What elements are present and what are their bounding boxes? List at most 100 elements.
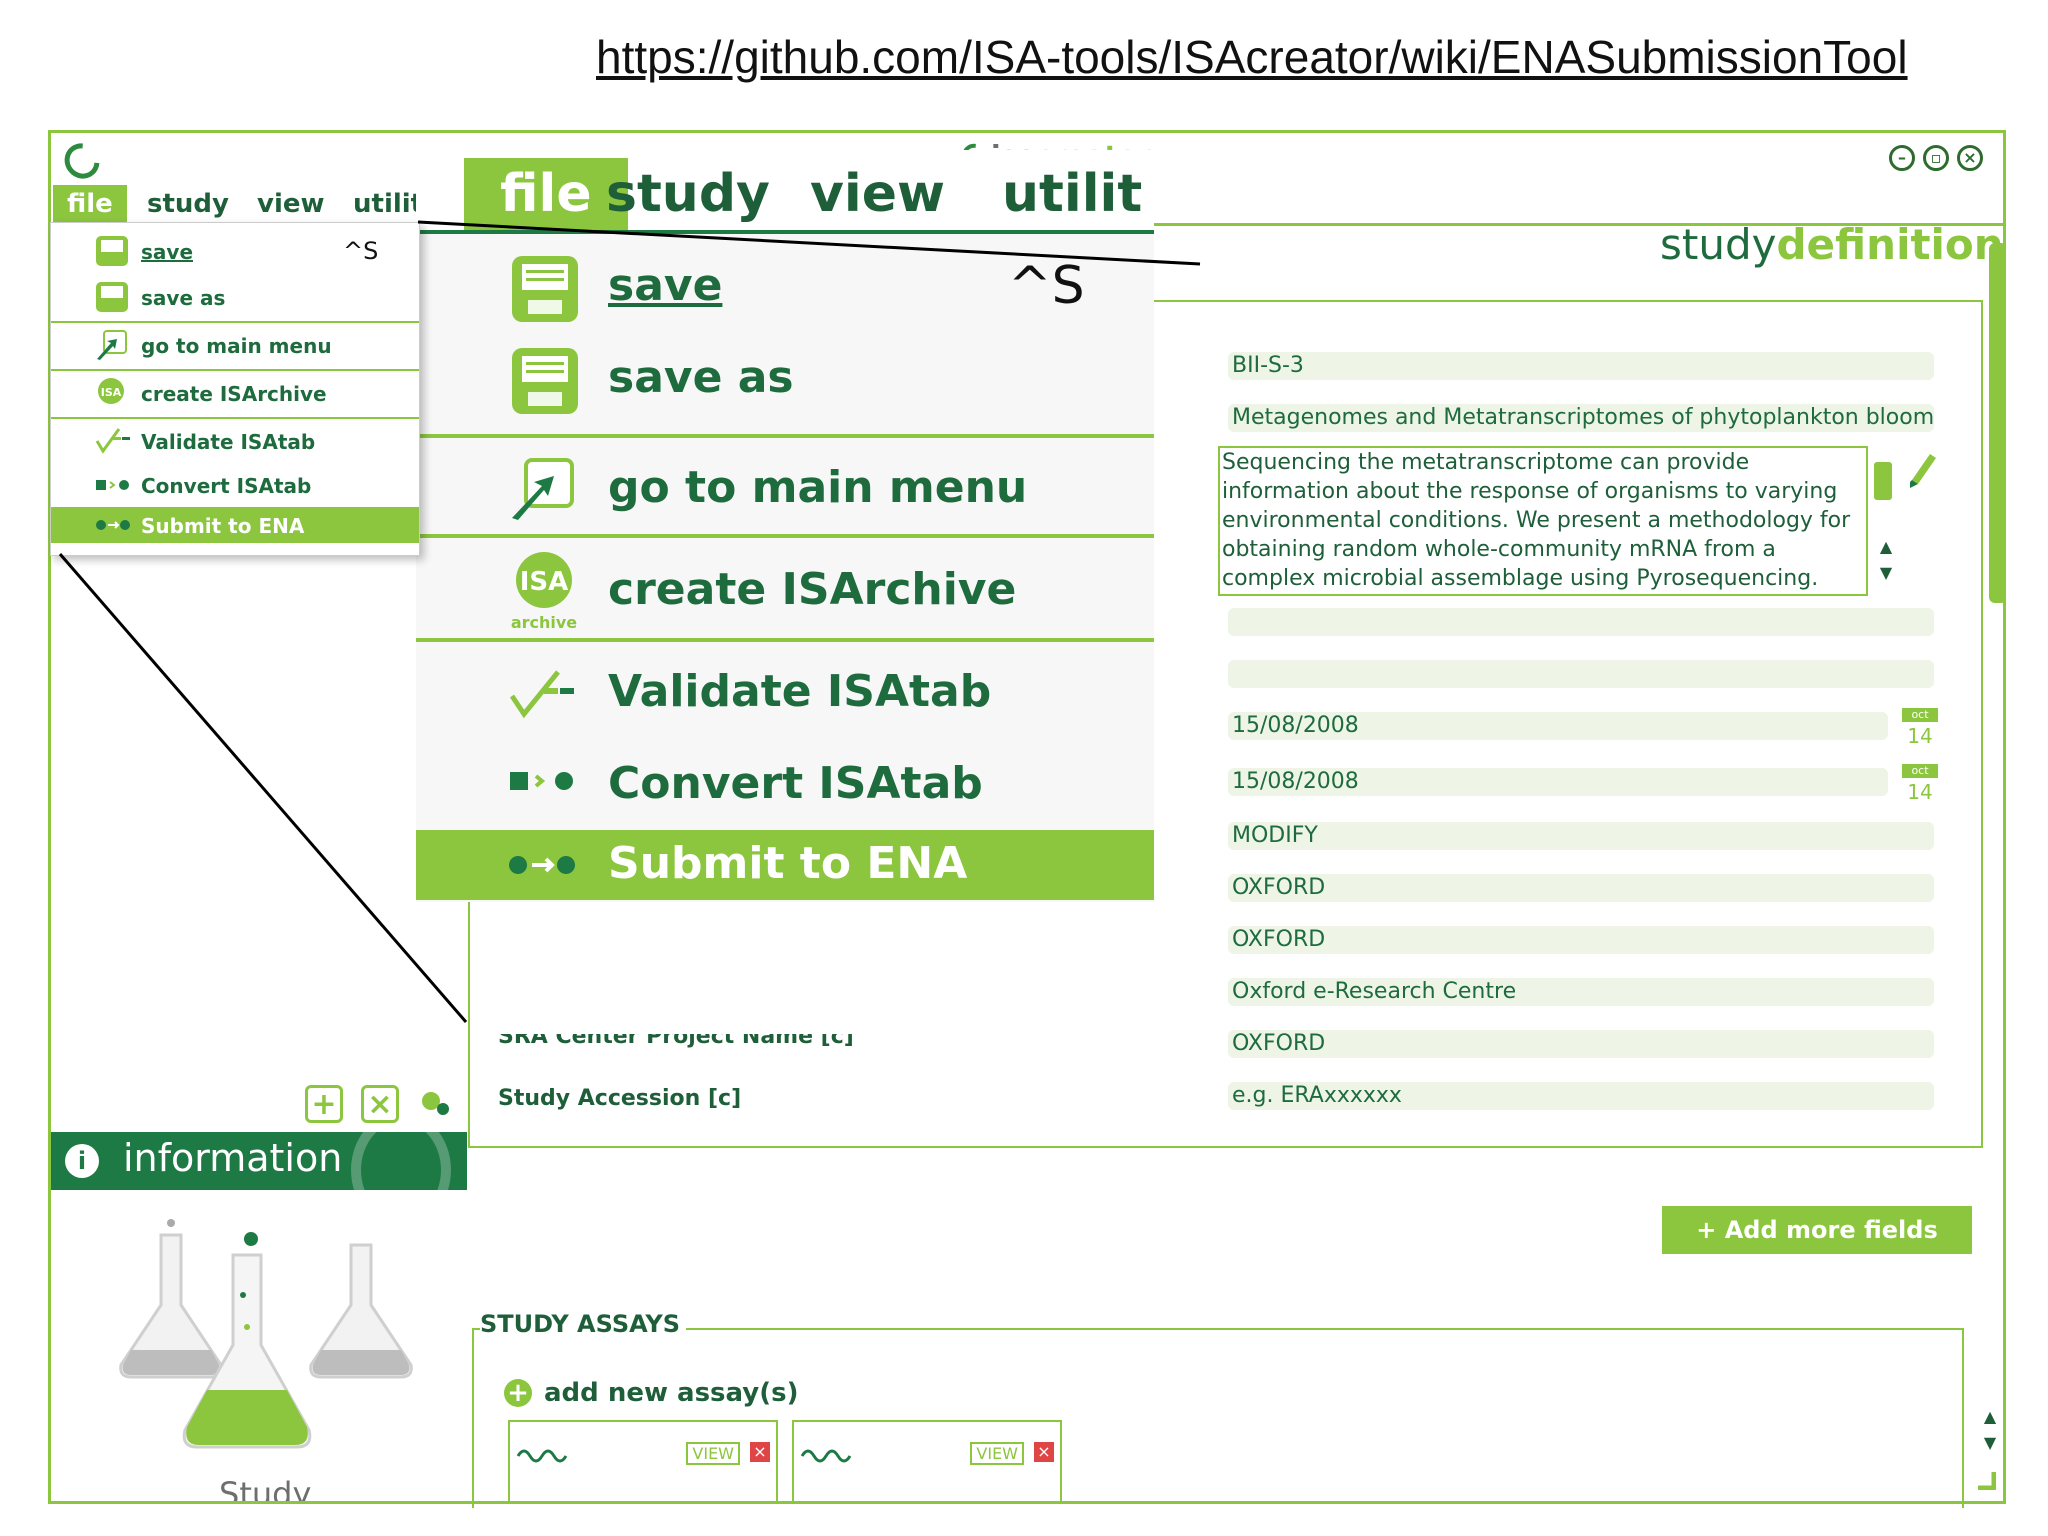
assay-view-button[interactable]: VIEW xyxy=(686,1442,740,1465)
assay-wave-icon xyxy=(516,1449,568,1463)
submit-icon xyxy=(96,520,130,530)
dd-save-label: save xyxy=(141,240,194,264)
submission-date-field[interactable]: 15/08/2008 xyxy=(1228,712,1888,740)
add-more-fields-button[interactable]: + Add more fields xyxy=(1662,1206,1972,1254)
assay-card[interactable]: VIEW × xyxy=(508,1420,778,1502)
study-description-field[interactable]: Sequencing the metatranscriptome can pro… xyxy=(1218,446,1868,596)
zoom-save-label: save xyxy=(608,260,723,311)
dd-convert-item[interactable]: Convert ISAtab xyxy=(51,465,419,505)
validate-check-icon xyxy=(509,670,574,719)
maximize-button[interactable]: ▫ xyxy=(1923,145,1949,171)
page-scroll-arrows[interactable]: ▲▼ xyxy=(1983,1407,1997,1452)
left-panel: xt xt + × i information Study xyxy=(51,225,467,1501)
zoomed-menu-bar: file study view utilit xyxy=(416,150,1154,234)
calendar-month: oct xyxy=(1902,708,1938,722)
study-title-field[interactable]: Metagenomes and Metatranscriptomes of ph… xyxy=(1228,404,1934,432)
group-icon[interactable] xyxy=(417,1085,455,1123)
source-url[interactable]: https://github.com/ISA-tools/ISAcreator/… xyxy=(596,31,1908,83)
zoom-create-isarchive-item[interactable]: ISA archive create ISArchive xyxy=(416,542,1154,638)
file-dropdown-menu: save ^S save as go to main menu ISA crea… xyxy=(50,222,420,556)
vertical-scrollbar[interactable] xyxy=(1989,243,2003,603)
study-definition-title: studydefinition xyxy=(1660,220,2004,269)
center-project-name-field[interactable]: Oxford e-Research Centre xyxy=(1228,978,1934,1006)
menu-view[interactable]: view xyxy=(257,189,325,219)
public-release-date-field[interactable]: 15/08/2008 xyxy=(1228,768,1888,796)
svg-text:archive: archive xyxy=(511,613,577,632)
minimize-button[interactable]: – xyxy=(1889,145,1915,171)
dd-submit-to-ena-item[interactable]: Submit to ENA xyxy=(51,507,419,543)
add-icon[interactable]: + xyxy=(305,1085,343,1123)
save-icon xyxy=(96,236,128,266)
dd-save-item[interactable]: save ^S xyxy=(51,231,419,271)
zoomed-file-menu: file study view utilit save ^S save as g… xyxy=(416,150,1154,902)
dd-convert-label: Convert ISAtab xyxy=(141,474,312,498)
dd-go-to-main-menu-item[interactable]: go to main menu xyxy=(51,325,419,365)
submit-icon xyxy=(509,856,575,874)
description-scroll-arrows[interactable]: ▲▼ xyxy=(1879,537,1893,582)
description-scrollbar[interactable] xyxy=(1874,462,1892,500)
zoom-save-as-item[interactable]: save as xyxy=(416,334,1154,424)
study-assays-section xyxy=(472,1328,1964,1508)
zoom-menu-file[interactable]: file xyxy=(464,158,628,230)
assay-view-button[interactable]: VIEW xyxy=(970,1442,1024,1465)
zoom-validate-item[interactable]: Validate ISAtab xyxy=(416,646,1154,738)
zoom-go-to-main-menu-item[interactable]: go to main menu xyxy=(416,442,1154,534)
zoom-submit-to-ena-label: Submit to ENA xyxy=(608,838,968,889)
remove-icon[interactable]: × xyxy=(361,1085,399,1123)
convert-icon xyxy=(510,772,573,790)
zoom-convert-label: Convert ISAtab xyxy=(608,758,983,809)
zoom-menu-utilities[interactable]: utilit xyxy=(1002,164,1143,224)
add-new-assay-button[interactable]: +add new assay(s) xyxy=(504,1378,798,1408)
information-panel-header: i information xyxy=(51,1132,467,1190)
empty-field[interactable] xyxy=(1228,608,1934,636)
zoom-create-isarchive-label: create ISArchive xyxy=(608,564,1017,615)
zoom-save-item[interactable]: save ^S xyxy=(416,242,1154,332)
study-accession-field[interactable]: e.g. ERAxxxxxx xyxy=(1228,1082,1934,1110)
zoom-menu-view[interactable]: view xyxy=(810,164,946,224)
center-name-field[interactable]: OXFORD xyxy=(1228,926,1934,954)
assay-remove-icon[interactable]: × xyxy=(1034,1442,1054,1462)
dd-save-as-item[interactable]: save as xyxy=(51,277,419,317)
menu-file[interactable]: file xyxy=(53,185,127,223)
study-identifier-field[interactable]: BII-S-3 xyxy=(1228,352,1934,380)
edit-pencil-icon[interactable] xyxy=(1904,448,1938,490)
dd-create-isarchive-item[interactable]: ISA create ISArchive xyxy=(51,373,419,413)
lab-name-field[interactable]: OXFORD xyxy=(1228,1030,1934,1058)
information-title: information xyxy=(123,1136,343,1180)
dd-create-isarchive-label: create ISArchive xyxy=(141,382,327,406)
dd-validate-label: Validate ISAtab xyxy=(141,430,316,454)
assay-wave-icon xyxy=(800,1449,852,1463)
info-icon: i xyxy=(65,1144,99,1178)
zoom-validate-label: Validate ISAtab xyxy=(608,666,992,717)
calendar-icon[interactable]: oct 14 xyxy=(1902,764,1938,804)
study-flasks-icon xyxy=(119,1219,413,1449)
close-button[interactable]: × xyxy=(1957,145,1983,171)
dd-save-shortcut: ^S xyxy=(343,237,379,265)
broker-field[interactable]: OXFORD xyxy=(1228,874,1934,902)
zoom-menu-study[interactable]: study xyxy=(606,164,770,224)
assay-remove-icon[interactable]: × xyxy=(750,1442,770,1462)
calendar-day: 14 xyxy=(1907,724,1933,748)
menu-separator xyxy=(416,434,1154,438)
validate-check-icon xyxy=(95,428,130,454)
dd-save-as-label: save as xyxy=(141,286,226,310)
calendar-month: oct xyxy=(1902,764,1938,778)
save-as-icon xyxy=(512,348,578,414)
empty-field[interactable] xyxy=(1228,660,1934,688)
isarchive-icon: ISA xyxy=(98,378,124,404)
save-as-icon xyxy=(96,282,128,312)
action-field[interactable]: MODIFY xyxy=(1228,822,1934,850)
dd-submit-to-ena-label: Submit to ENA xyxy=(141,514,305,538)
dd-validate-item[interactable]: Validate ISAtab xyxy=(51,421,419,461)
convert-icon xyxy=(96,480,129,490)
zoom-convert-item[interactable]: Convert ISAtab xyxy=(416,738,1154,828)
menu-separator xyxy=(51,417,419,419)
calendar-icon[interactable]: oct 14 xyxy=(1902,708,1938,748)
menu-study[interactable]: study xyxy=(147,189,229,219)
zoom-submit-to-ena-item[interactable]: Submit to ENA xyxy=(416,830,1154,900)
dd-go-to-main-menu-label: go to main menu xyxy=(141,334,332,358)
resize-grip-icon[interactable] xyxy=(1974,1468,1996,1490)
assay-card[interactable]: VIEW × xyxy=(792,1420,1062,1502)
menu-separator xyxy=(416,638,1154,642)
